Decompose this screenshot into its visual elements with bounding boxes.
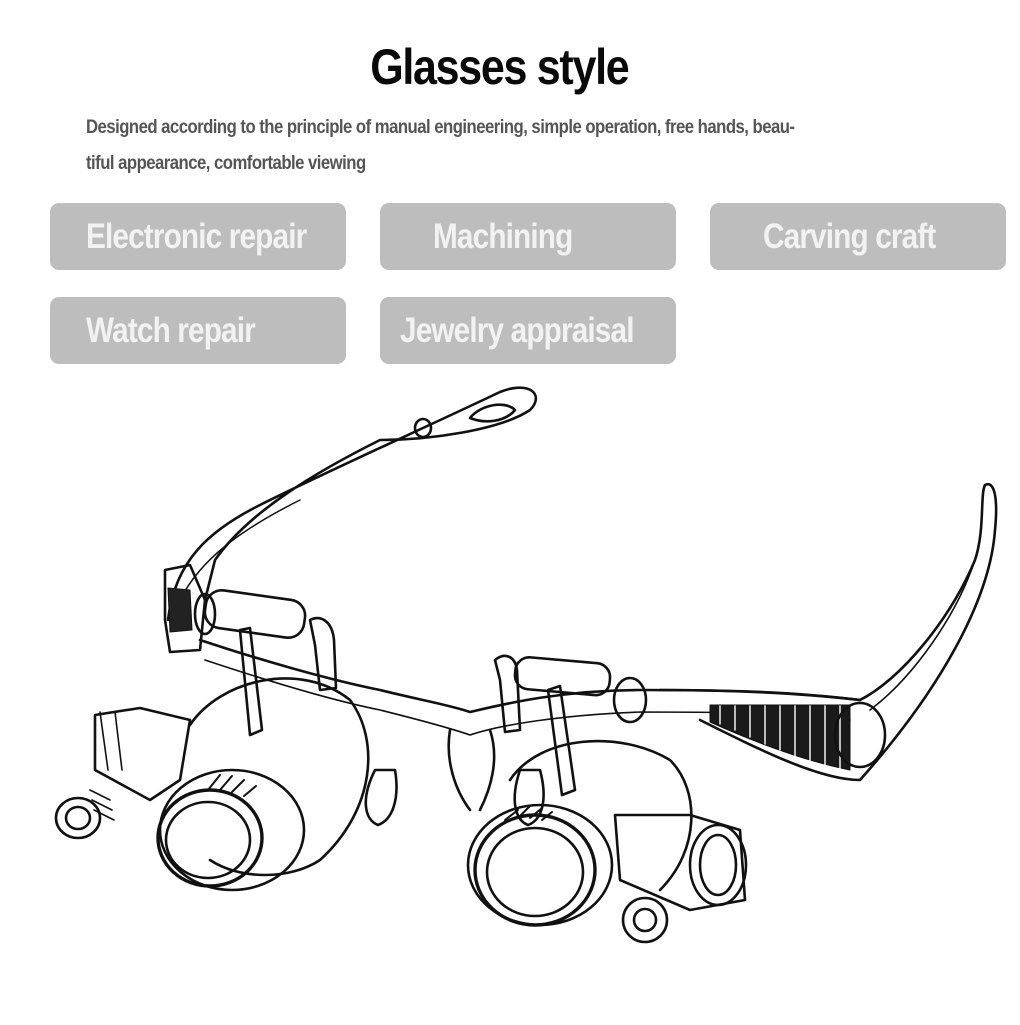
description-line-1: Designed according to the principle of m… [86,117,795,138]
magnifier-glasses-icon [54,386,998,944]
tag-watch-repair: Watch repair [50,297,346,364]
tag-jewelry-appraisal: Jewelry appraisal [380,297,676,364]
tag-label: Electronic repair [86,216,307,256]
tag-label: Machining [433,216,573,256]
tag-label: Jewelry appraisal [400,310,634,350]
description-line-2: tiful appearance, comfortable viewing [86,153,366,174]
page-title: Glasses style [370,39,629,95]
magnifier-glasses-illustration [0,370,1020,1020]
tag-carving-craft: Carving craft [710,203,1006,270]
tag-label: Carving craft [763,216,936,256]
tag-label: Watch repair [86,310,256,350]
tag-electronic-repair: Electronic repair [50,203,346,270]
tag-machining: Machining [380,203,676,270]
